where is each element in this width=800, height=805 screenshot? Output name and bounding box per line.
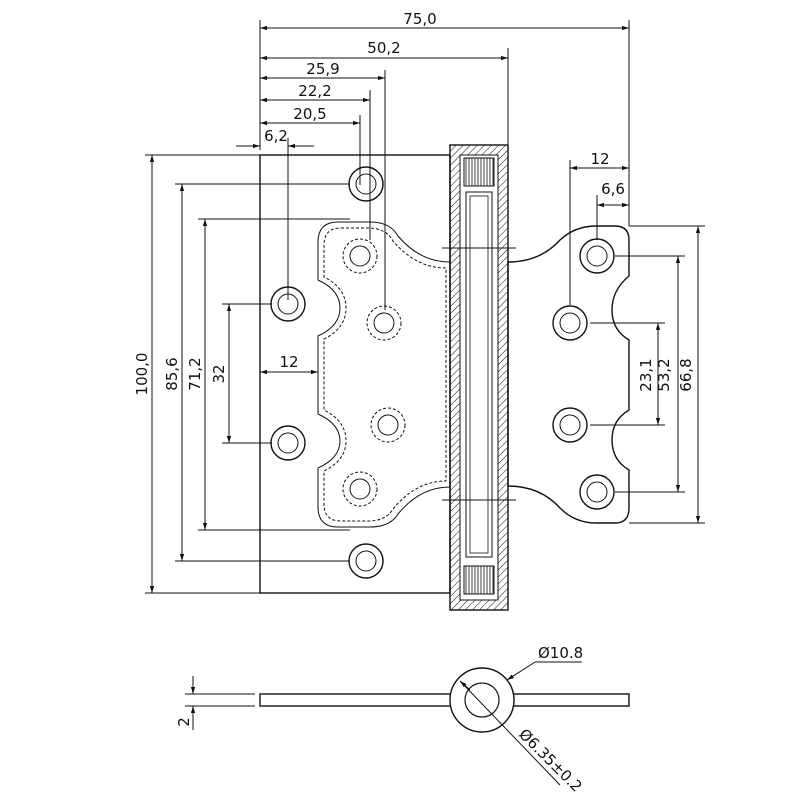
dim-height-85-6: 85,6 [163, 357, 181, 390]
hole [552, 407, 588, 443]
dim-25-9: 25,9 [306, 60, 339, 78]
dim-22-2: 22,2 [298, 82, 331, 100]
hole [348, 543, 384, 579]
right-leaf [507, 225, 630, 524]
right-leaf-outline [507, 225, 630, 524]
dim-right-6-6: 6,6 [601, 180, 625, 198]
hole [342, 238, 378, 274]
dim-20-5: 20,5 [293, 105, 326, 123]
hole [579, 474, 615, 510]
dim-right-23-1: 23,1 [637, 358, 655, 391]
right-top-dimensions: 12 6,6 [569, 150, 629, 305]
right-vertical-dimensions: 23,1 53,2 66,8 [590, 225, 705, 524]
dim-hole-diameter: Ø10.8 [538, 644, 583, 662]
dim-right-66-8: 66,8 [677, 358, 695, 391]
side-view: 2 Ø10.8 Ø6.35±0.2 [175, 644, 630, 796]
knuckle-inner-circle [464, 682, 500, 718]
hole [579, 238, 615, 274]
right-holes [552, 238, 615, 510]
knuckle [442, 144, 516, 611]
dim-inner-12: 12 [279, 353, 298, 371]
left-vertical-dimensions: 100,0 85,6 71,2 32 12 [133, 154, 350, 594]
side-view-plate [259, 693, 630, 707]
hole [270, 425, 306, 461]
left-leaf-inner-outline-dashed [323, 227, 447, 522]
dim-50-2: 50,2 [367, 39, 400, 57]
hole [370, 407, 406, 443]
dim-right-12: 12 [590, 150, 609, 168]
dim-right-53-2: 53,2 [655, 358, 673, 391]
dim-6-2: 6,2 [264, 127, 288, 145]
hole [342, 471, 378, 507]
dim-height-100: 100,0 [133, 353, 151, 396]
hole [366, 305, 402, 341]
dim-height-32: 32 [210, 364, 228, 383]
dim-thickness-2: 2 [175, 717, 193, 727]
dim-height-71-2: 71,2 [186, 357, 204, 390]
dim-overall-width: 75,0 [403, 10, 436, 28]
hole [552, 305, 588, 341]
left-leaf-inner-outline [317, 221, 451, 528]
dim-pin-diameter: Ø6.35±0.2 [515, 725, 585, 795]
hole [348, 166, 384, 202]
